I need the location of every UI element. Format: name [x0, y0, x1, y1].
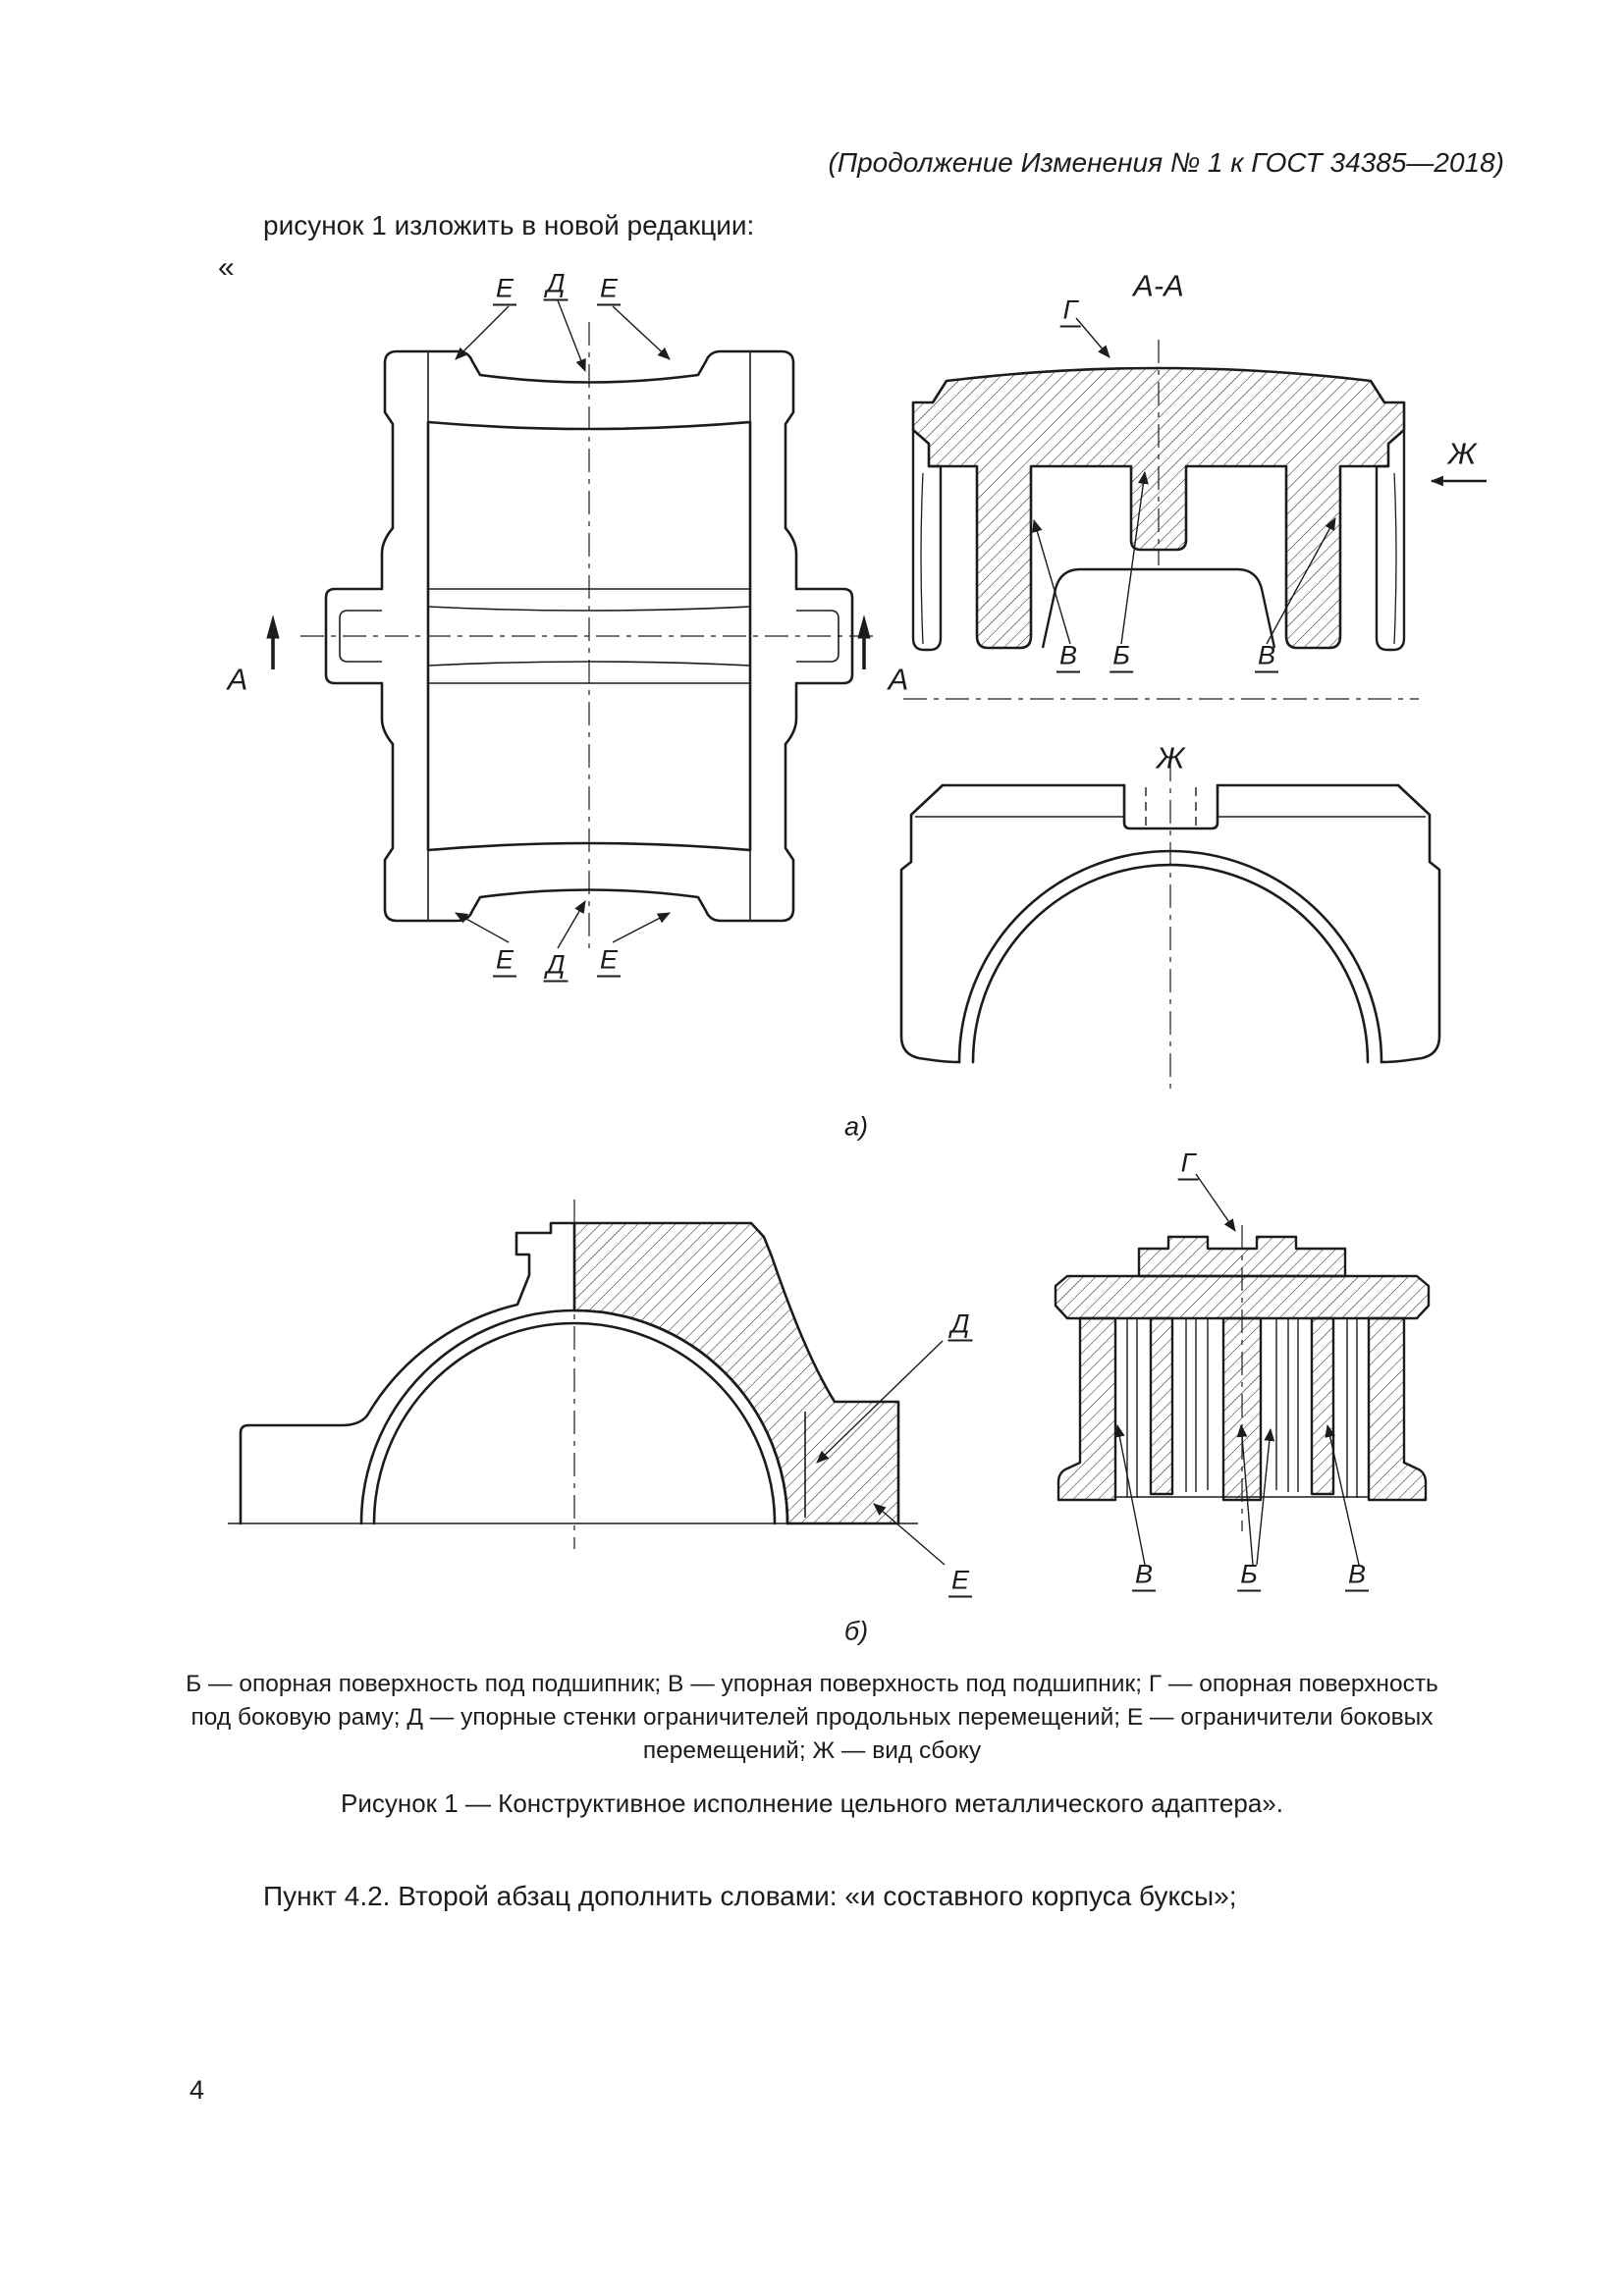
label-b-aa: Б	[1110, 642, 1133, 673]
figure-section-aa	[903, 317, 1487, 700]
intro-text: рисунок 1 изложить в новой редакции:	[263, 210, 755, 240]
label-zh-arrow: Ж	[1447, 436, 1477, 471]
label-b-front: Б	[1237, 1561, 1261, 1592]
label-e-cross-section: Е	[947, 1567, 973, 1598]
figure-side-view-zh	[899, 758, 1441, 1092]
legend-line-3: перемещений; Ж — вид сбоку	[642, 1737, 982, 1764]
label-d-bottom: Д	[543, 951, 568, 983]
clause-note: Пункт 4.2. Второй абзац дополнить словам…	[263, 1881, 1237, 1911]
opening-quote: «	[218, 251, 235, 284]
label-zh-view-title: Ж	[1156, 740, 1185, 775]
label-v-left-aa: В	[1056, 642, 1081, 673]
figure-caption: Рисунок 1 — Конструктивное исполнение це…	[340, 1789, 1283, 1818]
legend-line-2: под боковую раму; Д — упорные стенки огр…	[190, 1704, 1434, 1731]
label-section-title-aa: А-А	[1133, 268, 1184, 303]
sub-label-a: а)	[843, 1111, 869, 1142]
page-number: 4	[189, 2075, 205, 2105]
figure-front-section-b	[1054, 1173, 1431, 1566]
label-section-a-left: А	[227, 662, 248, 697]
label-e-top-right: Е	[596, 275, 622, 306]
label-v-right-front: В	[1344, 1561, 1370, 1592]
sub-label-b: б)	[843, 1616, 869, 1646]
label-g-section-aa: Г	[1059, 296, 1081, 328]
label-e-bottom-left: Е	[492, 946, 517, 978]
figure-plan-view	[266, 299, 878, 952]
label-e-top-left: Е	[492, 275, 517, 306]
page-header: (Продолжение Изменения № 1 к ГОСТ 34385—…	[828, 147, 1504, 178]
label-section-a-right: А	[888, 662, 909, 697]
label-d-top: Д	[543, 270, 568, 301]
label-g-front-section: Г	[1177, 1149, 1199, 1181]
figure-cross-section-b	[228, 1200, 946, 1566]
label-e-bottom-right: Е	[596, 946, 622, 978]
legend-line-1: Б — опорная поверхность под подшипник; В…	[186, 1671, 1438, 1697]
label-d-cross-section: Д	[947, 1310, 973, 1342]
label-v-left-front: В	[1131, 1561, 1157, 1592]
label-v-right-aa: В	[1254, 642, 1279, 673]
